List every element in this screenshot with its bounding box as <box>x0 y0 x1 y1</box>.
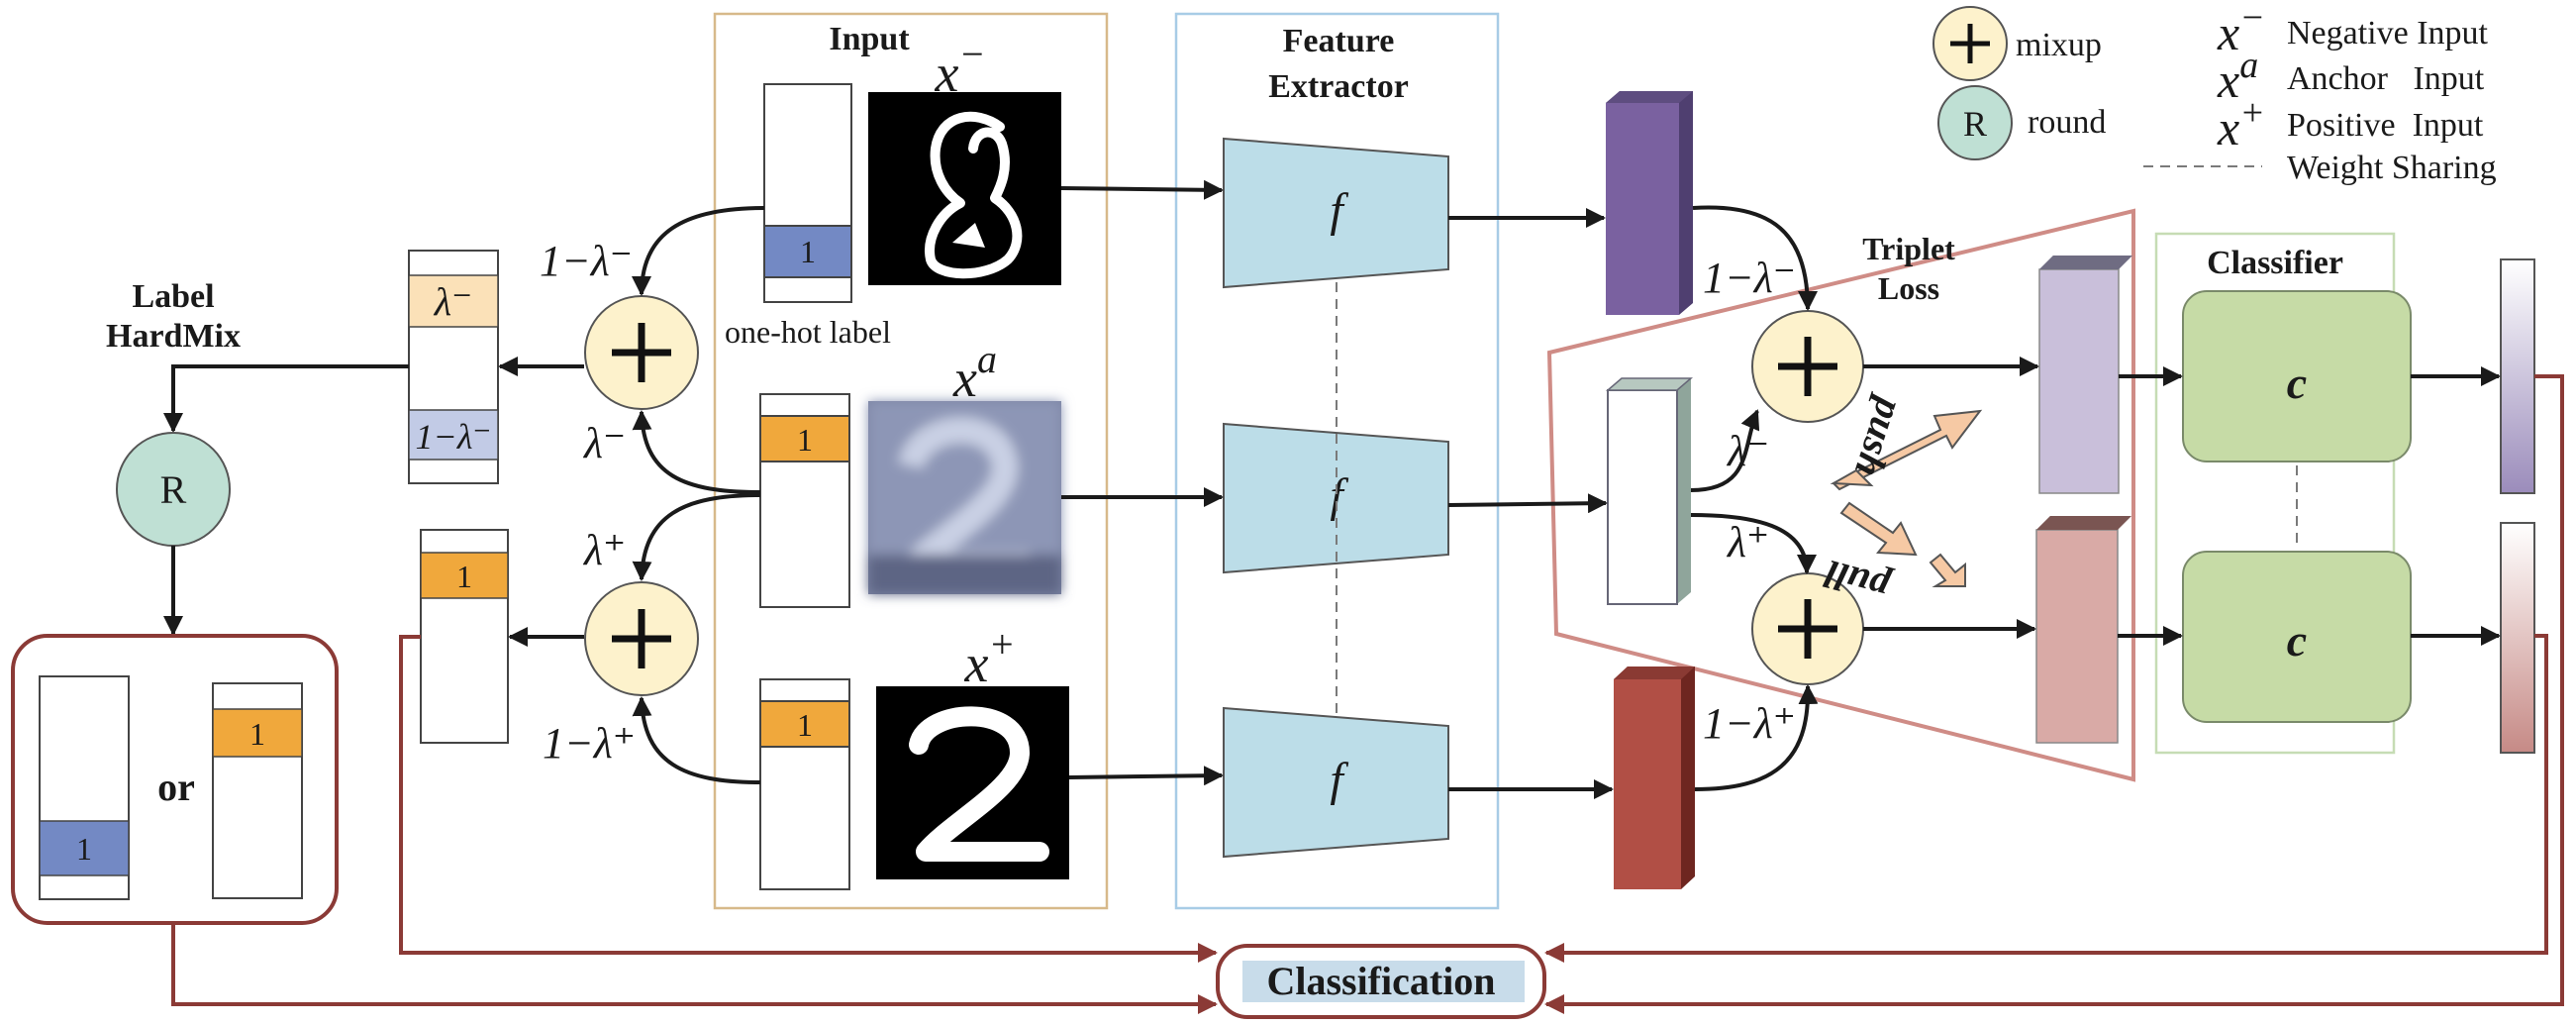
one-hot-label-caption: one-hot label <box>725 314 891 350</box>
mixed-feature-negative <box>2038 256 2132 494</box>
mixed-label-vector-positive <box>420 529 509 744</box>
label-hardmix-title-line2: HardMix <box>106 318 241 355</box>
label-weight-lambda-neg: λ⁻ <box>582 419 626 467</box>
positive-input-symbol: x+ <box>964 622 1016 693</box>
feature-weight-lambda-pos: λ⁺ <box>1726 518 1769 566</box>
negative-input-symbol: x− <box>935 32 986 103</box>
classifier-symbol-upper: c <box>2287 358 2307 408</box>
classification-link-hard-labels <box>171 923 1218 1014</box>
classifier-symbol-lower: c <box>2287 615 2307 666</box>
arrow-label-anchor-to-mixup-neg <box>632 410 761 494</box>
legend-anchor-label: Anchor Input <box>2287 60 2485 97</box>
positive-input-image <box>876 686 1069 879</box>
feature-weight-lambda-neg: λ⁻ <box>1726 427 1769 475</box>
label-bar-anchor <box>759 393 850 608</box>
hard-label-option-two-value: 1 <box>249 716 265 752</box>
push-arrow <box>1830 409 1983 491</box>
triplet-loss-region <box>1546 208 2135 782</box>
hard-label-option-one-value: 1 <box>76 831 92 867</box>
arrow-label-neg-to-mixup <box>632 206 765 296</box>
legend-positive-label: Positive Input <box>2287 107 2484 144</box>
feature-block-positive <box>1614 667 1695 889</box>
mixup-plus-icon <box>1778 599 1837 659</box>
classification-link-output-negative <box>1544 374 2564 1014</box>
legend-mixup-label: mixup <box>2016 27 2102 63</box>
feature-extractor-title-line2: Extractor <box>1268 68 1409 105</box>
mixup-plus-icon <box>1778 337 1837 396</box>
label-hardmix-title-line1: Label <box>132 278 214 315</box>
label-value-positive: 1 <box>797 707 813 743</box>
classification-label: Classification <box>1266 959 1495 1003</box>
push-label: push <box>1846 390 1914 482</box>
legend-round-icon <box>1937 85 2013 160</box>
feature-block-negative <box>1606 91 1693 315</box>
label-value-anchor: 1 <box>797 422 813 458</box>
arrow-feature-pos-to-mixup <box>1694 684 1819 791</box>
feature-block-anchor <box>1605 377 1694 605</box>
legend-negative-symbol: x− <box>2217 0 2265 60</box>
feature-extractor-anchor <box>1223 422 1449 574</box>
arrow-feature-neg-to-mixup <box>1692 205 1818 311</box>
classifier-panel <box>2154 232 2396 755</box>
anchor-input-symbol: xa <box>952 337 997 408</box>
arrow-image-to-extractor-positive <box>1068 766 1224 786</box>
input-panel-title: Input <box>829 21 910 57</box>
mixed-label-lambda-neg: λ⁻ <box>434 279 472 324</box>
classification-link-output-positive <box>1544 634 2548 963</box>
arrow-mixed-label-to-round <box>163 364 409 433</box>
arrow-extractor-to-feature-anchor <box>1447 493 1608 514</box>
mixup-plus-icon <box>612 323 671 382</box>
arrow-feature-anchor-to-mixup-pos <box>1690 513 1817 574</box>
triplet-loss-title-line1: Triplet <box>1862 231 1955 266</box>
label-weight-one-minus-lambda-pos: 1−λ⁺ <box>543 719 636 768</box>
feature-extractor-title-line1: Feature <box>1283 23 1395 59</box>
output-bar-positive <box>2500 522 2535 754</box>
arrow-image-to-extractor-negative <box>1060 179 1224 200</box>
legend-anchor-symbol: xa <box>2217 45 2258 108</box>
negative-input-image <box>868 92 1061 285</box>
output-bar-negative <box>2500 258 2535 494</box>
classifier-panel-title: Classifier <box>2207 245 2343 281</box>
hard-label-option-one <box>39 675 130 900</box>
label-weight-one-minus-lambda-neg: 1−λ⁻ <box>540 237 633 285</box>
label-bar-positive <box>759 678 850 890</box>
classification-text-highlight <box>1242 961 1525 1002</box>
mixed-label-value-positive: 1 <box>456 559 472 594</box>
hard-label-option-two <box>212 682 303 899</box>
feature-weight-one-minus-lambda-neg: 1−λ⁻ <box>1703 254 1796 302</box>
label-weight-lambda-pos: λ⁺ <box>582 526 626 574</box>
hardmix-or-text: or <box>157 765 195 809</box>
feature-weight-one-minus-lambda-pos: 1−λ⁺ <box>1703 699 1796 748</box>
label-value-negative: 1 <box>800 234 816 269</box>
pull-arrow-left <box>1839 501 1918 557</box>
feature-extractor-panel <box>1174 12 1500 910</box>
mixup-plus-icon <box>612 609 671 668</box>
mixed-label-vector-negative <box>408 250 499 484</box>
feature-extractor-positive <box>1223 706 1449 859</box>
pull-arrow-right <box>1929 553 1966 587</box>
round-symbol: R <box>160 467 187 512</box>
mixed-label-one-minus-lambda-neg: 1−λ⁻ <box>416 417 492 457</box>
mixup-plus-icon <box>1950 24 1990 63</box>
mixed-feature-positive <box>2035 516 2131 744</box>
arrow-label-pos-to-mixup <box>632 696 761 784</box>
legend-round-label: round <box>2028 104 2106 141</box>
feature-extractor-negative <box>1223 137 1449 289</box>
triplet-loss-title-line2: Loss <box>1878 270 1939 306</box>
anchor-input-image <box>868 401 1061 594</box>
input-panel <box>713 12 1109 910</box>
legend-weight-sharing-label: Weight Sharing <box>2287 150 2497 186</box>
legend-negative-label: Negative Input <box>2287 15 2489 51</box>
legend-round-symbol: R <box>1963 104 1987 144</box>
arrow-label-anchor-to-mixup-pos <box>632 493 761 581</box>
arrow-feature-anchor-to-mixup-neg <box>1690 409 1760 492</box>
label-bar-negative <box>763 83 852 303</box>
legend-positive-symbol: x+ <box>2217 92 2265 155</box>
classification-link-mixed-label <box>399 635 1218 963</box>
